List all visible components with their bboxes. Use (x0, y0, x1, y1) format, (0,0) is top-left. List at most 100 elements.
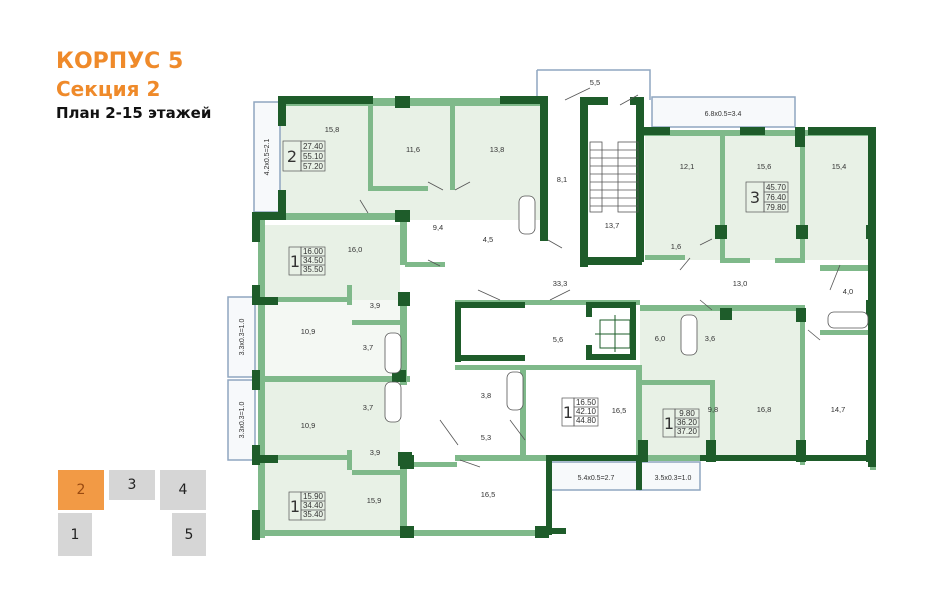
door-lines (359, 87, 841, 468)
apartment-badge-1room-b[interactable]: 1 16.50 42.10 44.80 (561, 397, 599, 427)
room-label: 3,6 (705, 334, 715, 343)
balcony-left-mid2 (227, 379, 256, 461)
section-5-label: 5 (184, 526, 194, 543)
total-area-balcony: 44.80 (576, 416, 597, 425)
apartment-2room-fill[interactable] (280, 100, 545, 220)
living-area: 9.80 (679, 409, 695, 418)
section-5-button[interactable]: 5 (172, 513, 206, 556)
section-3-button[interactable]: 3 (109, 470, 155, 500)
balcony-label: 3.3x0.3=1.0 (239, 319, 246, 356)
balcony-label: 6.8x0.5=3.4 (705, 111, 742, 118)
apartment-badge-1room-c[interactable]: 1 9.80 36.20 37.20 (662, 408, 700, 438)
structural-walls (252, 96, 876, 540)
living-area: 16.50 (576, 398, 597, 407)
rooms-count: 1 (563, 403, 573, 422)
balcony-bottom2 (639, 461, 701, 491)
room-label: 10,9 (301, 327, 316, 336)
total-area: 34.40 (303, 501, 324, 510)
elevator-icon (595, 315, 635, 352)
room-label: 3,9 (370, 301, 380, 310)
balcony-label: 3.5x0.3=1.0 (655, 475, 692, 482)
section-title: Секция 2 (56, 77, 161, 101)
room-label: 3,7 (363, 343, 373, 352)
room-label: 5,3 (481, 433, 491, 442)
balcony-label: 3.3x0.3=1.0 (239, 402, 246, 439)
living-area: 15.90 (303, 492, 324, 501)
apartment-3room-fill[interactable] (645, 130, 875, 260)
section-1-label: 1 (70, 526, 80, 543)
total-area: 36.20 (677, 418, 698, 427)
total-area-balcony: 37.20 (677, 427, 698, 436)
room-label: 13,8 (490, 145, 505, 154)
living-area: 16.00 (303, 247, 324, 256)
living-area: 27.40 (303, 142, 324, 151)
bathtub-icons (384, 195, 869, 423)
room-label: 11,6 (406, 145, 420, 154)
room-label: 5,5 (590, 78, 600, 87)
room-label: 16,8 (757, 405, 772, 414)
room-label: 16,5 (481, 490, 496, 499)
living-area: 45.70 (766, 183, 787, 192)
room-label: 12,1 (680, 162, 695, 171)
total-area: 34.50 (303, 256, 324, 265)
rooms-count: 3 (750, 188, 760, 207)
plan-subtitle: План 2-15 этажей (56, 104, 212, 122)
total-area: 55.10 (303, 152, 324, 161)
section-2-label: 2 (76, 482, 86, 498)
room-label: 4,0 (843, 287, 853, 296)
room-label: 5,6 (553, 335, 563, 344)
total-area-balcony: 35.40 (303, 510, 324, 519)
canopy-outline (537, 69, 651, 100)
rooms-count: 1 (290, 497, 300, 516)
room-label: 15,4 (832, 162, 847, 171)
building-title: КОРПУС 5 (56, 49, 184, 74)
rooms-count: 1 (290, 252, 300, 271)
room-label: 9,8 (708, 405, 718, 414)
room-label: 3,9 (370, 448, 380, 457)
section-4-label: 4 (178, 482, 188, 498)
room-label: 16,5 (612, 406, 627, 415)
apartment-badge-3room[interactable]: 3 45.70 76.40 79.80 (745, 181, 789, 213)
balcony-label: 5.4x0.5=2.7 (578, 475, 615, 482)
room-label: 15,6 (757, 162, 772, 171)
title-block: КОРПУС 5 Секция 2 План 2-15 этажей (56, 48, 211, 124)
room-label: 13,0 (733, 279, 748, 288)
room-label: 3,8 (481, 391, 491, 400)
room-label: 4,5 (483, 235, 493, 244)
room-label: 13,7 (605, 221, 620, 230)
section-3-label: 3 (127, 477, 137, 493)
balcony-top-right (651, 96, 796, 128)
room-label: 3,7 (363, 403, 373, 412)
balcony-labels: 6.8x0.5=3.4 4.2x0.5=2.1 3.3x0.3=1.0 3.3x… (239, 111, 741, 482)
section-2-button[interactable]: 2 (58, 470, 104, 510)
apartment-badge-1room-d[interactable]: 1 15.90 34.40 35.40 (288, 491, 326, 521)
room-label: 6,0 (655, 334, 665, 343)
room-label: 14,7 (831, 405, 846, 414)
apartment-1room-a-fill[interactable] (260, 225, 400, 305)
apartment-badge-1room-a[interactable]: 1 16.00 34.50 35.50 (288, 246, 326, 276)
section-4-button[interactable]: 4 (160, 470, 206, 510)
total-area-balcony: 57.20 (303, 162, 324, 171)
total-area: 42.10 (576, 407, 597, 416)
total-area: 76.40 (766, 193, 787, 202)
balcony-label: 4.2x0.5=2.1 (264, 139, 271, 176)
room-label: 10,9 (301, 421, 316, 430)
apartment-badge-2room[interactable]: 2 27.40 55.10 57.20 (282, 140, 326, 172)
total-area-balcony: 79.80 (766, 203, 787, 212)
room-label: 15,8 (325, 125, 340, 134)
balconies (227, 69, 796, 491)
section-1-button[interactable]: 1 (58, 513, 92, 556)
rooms-count: 2 (287, 147, 297, 166)
total-area-balcony: 35.50 (303, 265, 324, 274)
balcony-left-mid1 (227, 296, 256, 378)
staircase (589, 141, 639, 213)
apartment-mid-fill (255, 300, 405, 380)
room-label: 8,1 (557, 175, 567, 184)
room-label: 33,3 (553, 279, 568, 288)
room-area-labels: 15,8 11,6 13,8 8,1 9,4 4,5 5,5 13,7 12,1… (301, 78, 854, 505)
room-label: 1,6 (671, 242, 681, 251)
room-label: 9,4 (433, 223, 443, 232)
room-label: 15,9 (367, 496, 382, 505)
rooms-count: 1 (664, 414, 674, 433)
